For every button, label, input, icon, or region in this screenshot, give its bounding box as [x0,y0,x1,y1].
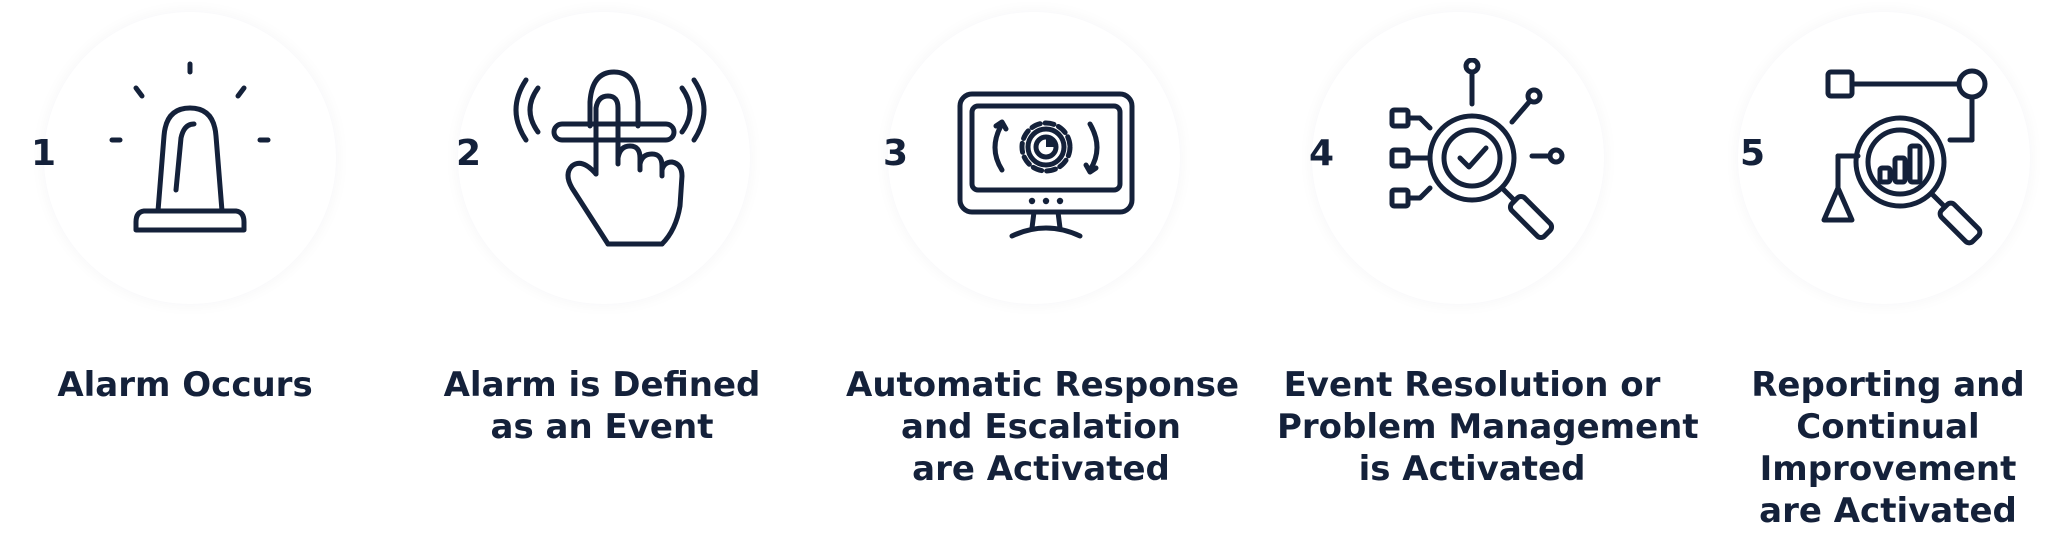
step-2-label: Alarm is Defined as an Event [443,365,761,447]
step-3-number: 3 [883,133,909,174]
step-1-label: Alarm Occurs [57,365,313,405]
step-4-label: Event Resolution or Problem Management i… [1277,365,1699,489]
alarm-siren-icon [90,58,290,258]
step-3-label: Automatic Response and Escalation are Ac… [846,365,1240,489]
step-2-number: 2 [456,133,482,174]
monitor-gear-icon [946,58,1146,258]
step-1-halo [44,12,336,304]
step-5-label: Reporting and Continual Improvement are … [1751,365,2025,531]
step-5-number: 5 [1740,133,1766,174]
magnifier-check-network-icon [1372,58,1572,258]
step-1-number: 1 [31,133,57,174]
step-2-halo [458,12,750,304]
step-4-number: 4 [1309,133,1335,174]
step-5-halo [1738,12,2030,304]
magnifier-chart-icon [1800,58,2000,258]
touch-button-icon [512,58,712,258]
